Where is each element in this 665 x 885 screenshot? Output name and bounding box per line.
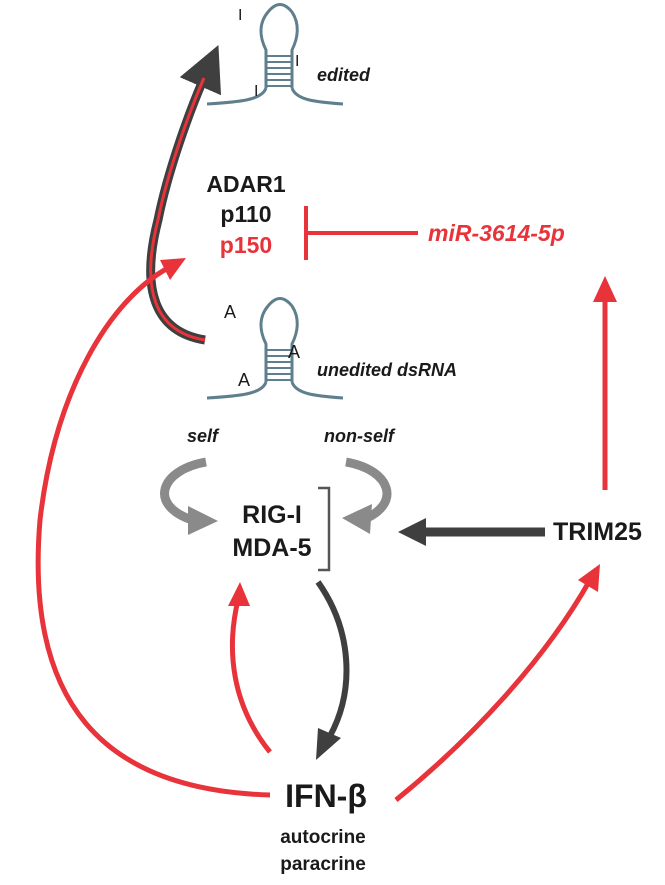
mda5-label: MDA-5: [232, 534, 311, 562]
ifn-to-trim25-arrow: [394, 578, 593, 802]
ifn-to-sensor-arrow: [229, 599, 272, 754]
adar-arrowhead: [160, 258, 186, 280]
self-arrowhead: [188, 506, 218, 535]
edited-label: edited: [317, 65, 371, 85]
nonself-label: non-self: [324, 426, 396, 446]
unedited-base-2: A: [288, 342, 300, 362]
edited-base-2: I: [295, 53, 299, 70]
sensor-to-ifn-arrow: [315, 580, 350, 738]
unedited-label: unedited dsRNA: [317, 360, 457, 380]
trim25-label: TRIM25: [553, 518, 642, 546]
trim25-arrowhead: [398, 518, 426, 546]
sensor-bracket: [318, 486, 331, 572]
ifn-arrowhead: [316, 728, 341, 760]
ifn-to-adar-arrow: [35, 265, 271, 798]
adar1-p150-label: p150: [220, 232, 272, 258]
unedited-rna-hairpin: [206, 297, 344, 400]
rigi-label: RIG-I: [242, 501, 302, 529]
nonself-sensing-arrow: [345, 457, 392, 525]
edited-base-1: I: [238, 7, 242, 24]
adar1-label: ADAR1: [206, 171, 285, 197]
nonself-arrowhead: [342, 504, 372, 534]
unedited-base-1: A: [224, 302, 236, 322]
paracrine-label: paracrine: [280, 854, 366, 875]
editing-arrow-red: [149, 77, 206, 342]
ifn-label: IFN-β: [285, 778, 367, 814]
mirna-arrowhead: [593, 276, 617, 302]
unedited-base-3: A: [238, 370, 250, 390]
edited-base-3: I: [254, 83, 258, 100]
self-sensing-arrow: [160, 457, 207, 525]
self-label: self: [187, 426, 220, 446]
autocrine-label: autocrine: [280, 827, 366, 848]
mirna-label: miR-3614-5p: [428, 220, 565, 246]
edited-rna-hairpin: [206, 3, 344, 106]
adar1-p110-label: p110: [220, 201, 271, 227]
trim25-up-arrowhead: [578, 564, 600, 592]
sensor-arrowhead: [228, 582, 250, 606]
